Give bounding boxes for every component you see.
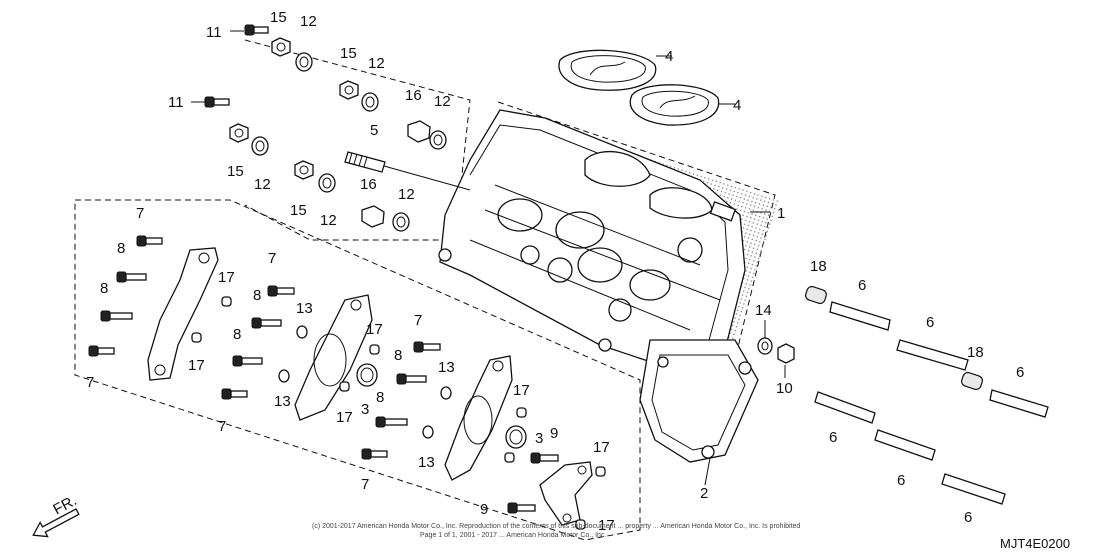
callout-7: 7 [361,476,369,493]
callout-8: 8 [253,287,261,304]
o-rings-3-13 [278,325,527,449]
washers [251,52,447,232]
callout-7: 7 [136,205,144,222]
callout-15: 15 [290,202,307,219]
callout-7: 7 [414,312,422,329]
cylinder-head-gasket [639,339,759,463]
callout-15: 15 [227,163,244,180]
callout-13: 13 [438,359,455,376]
dowel-pins-17 [191,296,606,530]
callout-12: 12 [368,55,385,72]
callout-7: 7 [86,374,94,391]
callout-8: 8 [117,240,125,257]
callout-9: 9 [480,501,488,518]
copyright-line-2: Page 1 of 1, 2001 - 2017 ... American Ho… [420,532,606,539]
callout-3: 3 [361,401,369,418]
callout-18: 18 [967,344,984,361]
callout-10: 10 [776,380,793,397]
callout-3: 3 [535,430,543,447]
front-direction-arrow: FR. [32,492,80,538]
callout-7: 7 [268,250,276,267]
callout-12: 12 [300,13,317,30]
copyright-line-1: (c) 2001-2017 American Honda Motor Co., … [312,523,800,530]
callout-8: 8 [100,280,108,297]
cap-nuts-16 [361,120,431,228]
bolt-11-middle [204,96,230,108]
callout-12: 12 [254,176,271,193]
callout-6: 6 [897,472,905,489]
callout-6: 6 [829,429,837,446]
callout-17: 17 [366,321,383,338]
lower-cam-holder-group-outline [74,199,641,541]
dowels-18 [805,285,983,391]
callout-5: 5 [370,122,378,139]
callout-16: 16 [360,176,377,193]
callout-12: 12 [434,93,451,110]
callout-12: 12 [398,186,415,203]
callout-1: 1 [777,205,785,222]
cam-holder-left [147,247,219,381]
callout-13: 13 [418,454,435,471]
callout-2: 2 [700,485,708,502]
callout-9: 9 [550,425,558,442]
callout-13: 13 [274,393,291,410]
callout-17: 17 [598,517,615,534]
intake-seal-upper [558,49,657,91]
callout-4: 4 [733,97,741,114]
cam-holder-middle [294,294,373,421]
callout-17: 17 [336,409,353,426]
callout-7: 7 [218,418,226,435]
callout-11: 11 [206,24,222,41]
callout-11: 11 [168,94,184,111]
callout-numbers: 11 15 12 15 12 11 16 12 5 15 12 16 12 15… [86,9,1024,534]
callout-17: 17 [513,382,530,399]
callout-6: 6 [1016,364,1024,381]
washer-14-and-nut-10 [757,337,795,364]
callout-17: 17 [593,439,610,456]
callout-8: 8 [376,389,384,406]
leader-lines [191,30,786,486]
callout-16: 16 [405,87,422,104]
stud-bolts-6 [814,301,1049,505]
callout-18: 18 [810,258,827,275]
stud-bolt-5 [344,151,386,173]
cylinder-head [438,109,781,371]
diagram-code: MJT4E0200 [1000,536,1070,551]
callout-8: 8 [394,347,402,364]
callout-17: 17 [218,269,235,286]
bolt-11-upper [244,24,269,36]
callout-6: 6 [964,509,972,526]
callout-14: 14 [755,302,772,319]
callout-15: 15 [270,9,287,26]
callout-13: 13 [296,300,313,317]
callout-8: 8 [233,326,241,343]
callout-6: 6 [858,277,866,294]
callout-6: 6 [926,314,934,331]
chain-guide-bracket [539,461,593,526]
callout-12: 12 [320,212,337,229]
callout-15: 15 [340,45,357,62]
bolts-7-8-9 [88,235,559,514]
callout-17: 17 [188,357,205,374]
flange-nuts [229,37,359,180]
cam-holder-right [444,355,513,481]
callout-4: 4 [665,48,673,65]
intake-seal-lower [629,84,720,126]
